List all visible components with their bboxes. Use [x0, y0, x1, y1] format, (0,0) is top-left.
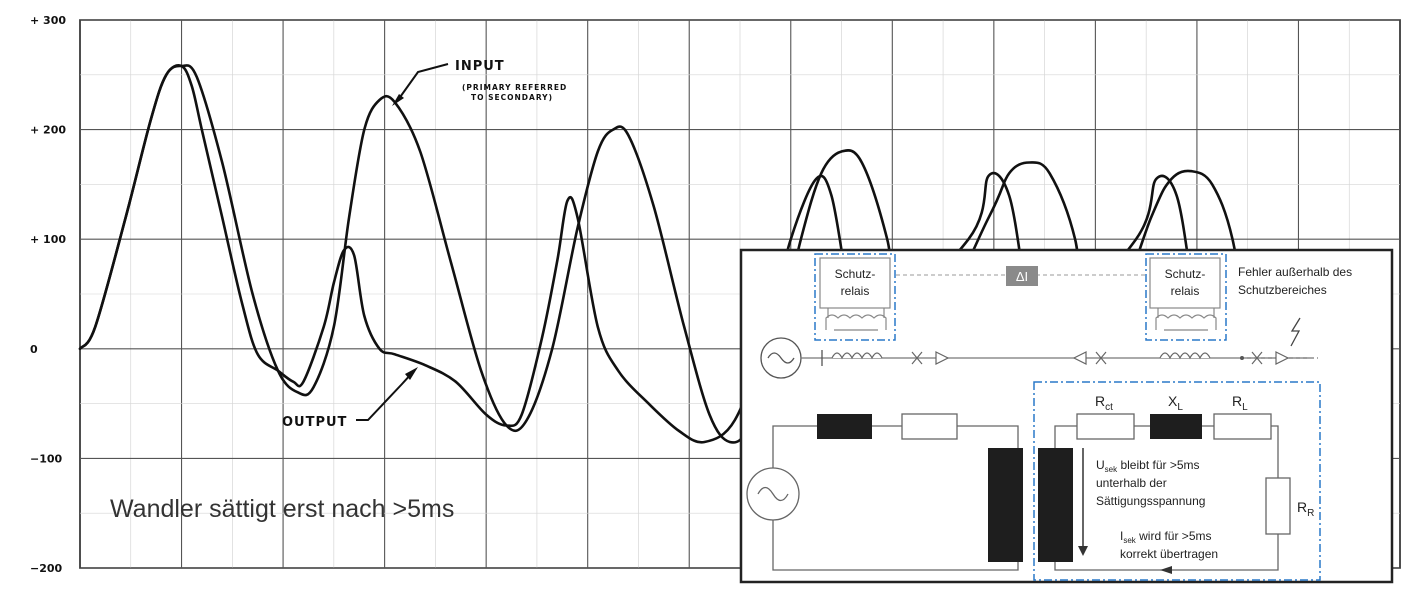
- ct-right-coil: [1159, 352, 1211, 360]
- relay-right: Schutz- relais: [1145, 253, 1227, 341]
- input-leader-line: [397, 63, 449, 101]
- y-tick-label: + 200: [30, 124, 66, 137]
- breaker-x-3: [1251, 351, 1263, 365]
- relay-left-coil: [825, 314, 887, 330]
- fault-text-line1: Fehler außerhalb des: [1238, 265, 1352, 279]
- isek-line2: korrekt übertragen: [1120, 547, 1218, 561]
- relay-right-box: [1149, 257, 1221, 309]
- lightning-icon: [1290, 317, 1301, 347]
- usek-arrow-head: [1078, 546, 1088, 556]
- usek-line3: Sättigungsspannung: [1096, 494, 1205, 508]
- input-arrow-head: [392, 94, 404, 106]
- inductor-block-left: [817, 414, 872, 439]
- series-line-input: [78, 64, 1255, 444]
- relay-right-line2: relais: [1171, 284, 1200, 298]
- relay-left: Schutz- relais: [814, 253, 896, 341]
- input-annotation: INPUT (PRIMARY REFERRED TO SECONDARY): [392, 59, 567, 106]
- breaker-x-1: [911, 351, 923, 365]
- resistor-rct: [1076, 413, 1135, 440]
- y-axis-ticks: + 300 + 200 + 100 0 −100 −200: [30, 14, 66, 575]
- label-xl: XL: [1168, 393, 1183, 413]
- relay-right-coil: [1155, 314, 1217, 330]
- relay-left-line1: Schutz-: [835, 267, 876, 281]
- equivalent-circuit: Rct XL RL RR Usek bleibt für >5ms unterh…: [746, 381, 1321, 581]
- label-rct: Rct: [1095, 393, 1113, 413]
- transformer-core-right: [1038, 448, 1073, 562]
- output-leader-line: [356, 372, 413, 421]
- fault-text-line2: Schutzbereiches: [1238, 283, 1327, 297]
- chart-series: [78, 64, 1255, 444]
- series-line-output: [78, 64, 1204, 444]
- delta-i-label: ΔI: [1016, 269, 1028, 284]
- y-tick-label: 0: [30, 343, 38, 356]
- secondary-region-box: [1033, 381, 1321, 581]
- y-tick-label: + 300: [30, 14, 66, 27]
- output-arrow-head: [405, 367, 418, 380]
- relay-left-dash-box: [814, 253, 896, 341]
- single-line-diagram: [760, 337, 1318, 379]
- label-rl: RL: [1232, 393, 1248, 413]
- relay-right-dash-box: [1145, 253, 1227, 341]
- breaker-x-2: [1095, 351, 1107, 365]
- caption-text: Wandler sättigt erst nach >5ms: [110, 495, 454, 523]
- relay-left-box: [819, 257, 891, 309]
- circuit-diagram: ΔI Schutz- relais Schutz- relais Fehler …: [739, 248, 1394, 584]
- transformer-core-left: [988, 448, 1023, 562]
- y-tick-label: + 100: [30, 233, 66, 246]
- isek-line1: Isek wird für >5ms: [1120, 529, 1211, 545]
- input-sub-line2: TO SECONDARY): [471, 93, 553, 102]
- output-label: OUTPUT: [282, 415, 347, 430]
- input-sub-line1: (PRIMARY REFERRED: [462, 83, 567, 92]
- isek-arrow-head: [1160, 566, 1172, 574]
- output-annotation: OUTPUT: [282, 367, 418, 430]
- inductor-xl: [1150, 414, 1202, 439]
- usek-line1: Usek bleibt für >5ms: [1096, 458, 1200, 474]
- ct-left-coil: [831, 352, 883, 360]
- resistor-block-left: [901, 413, 958, 440]
- usek-line2: unterhalb der: [1096, 476, 1167, 490]
- resistor-rl: [1213, 413, 1272, 440]
- y-tick-label: −200: [30, 562, 63, 575]
- label-rr: RR: [1297, 499, 1314, 519]
- resistor-rr: [1265, 477, 1291, 535]
- delta-i-box: [1006, 266, 1038, 286]
- relay-left-line2: relais: [841, 284, 870, 298]
- relay-right-line1: Schutz-: [1165, 267, 1206, 281]
- y-tick-label: −100: [30, 452, 63, 465]
- input-label: INPUT: [455, 59, 505, 74]
